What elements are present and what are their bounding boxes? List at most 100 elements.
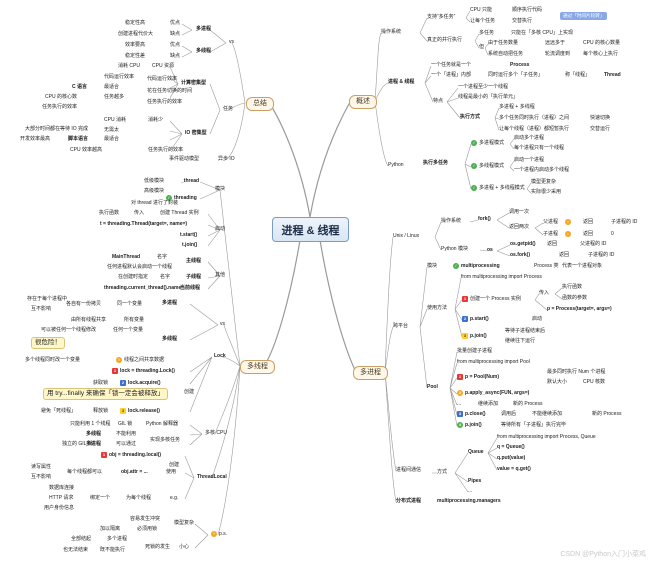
node-method: 方式 — [437, 469, 448, 475]
node-mode1: 多进程模式 — [479, 140, 505, 146]
node-fast-switch: 快速切换 — [590, 115, 611, 121]
node-managers: multiprocessing.managers — [437, 498, 501, 504]
badge-time-slice: 通过「时间片轮转」 — [560, 12, 608, 20]
number-1-icon: 1 — [462, 296, 468, 302]
connector — [181, 23, 193, 36]
node-module: 模块 — [215, 186, 226, 192]
node-ps-mp: 多个进程 — [107, 536, 128, 542]
connector — [169, 66, 179, 99]
node-encap: 对 thread 进行了封装 — [131, 200, 178, 206]
number-3-icon: 3 — [457, 411, 463, 417]
node-queue: Queue — [468, 449, 484, 455]
node-create-when: 在创建时指定 — [118, 274, 149, 280]
connector — [207, 213, 221, 247]
node-deadlock: 死锁的发生 — [145, 544, 171, 550]
node-start: 启动 — [215, 226, 226, 232]
node-pipes: Pipes — [468, 478, 482, 484]
node-pool: Pool — [427, 384, 438, 390]
node-mode2-b: 一个进程内启动多个线程 — [514, 167, 570, 173]
node-all-var: 所有变量 — [124, 317, 145, 323]
connector — [227, 102, 246, 111]
connector — [189, 424, 203, 446]
connector — [211, 365, 241, 479]
node-one-proc: 一个「进程」内部 — [431, 72, 472, 78]
branch-overview[interactable]: 概述 — [349, 95, 377, 109]
node-proc-thread: 进程 & 线程 — [388, 79, 415, 85]
callout-danger: 很危险！ — [31, 337, 65, 349]
node-simul: 同时运行多个「子任务」 — [488, 72, 544, 78]
node-can-use: 可以通过 — [116, 441, 137, 447]
node-usage: 使用方法 — [427, 305, 448, 311]
watermark: CSDN @Python入门小菜鸡 — [560, 551, 646, 558]
node-cpu-use: CPU 资源 — [152, 63, 174, 69]
folder-icon: • — [565, 231, 571, 237]
node-must-lock: 必须用锁 — [137, 526, 158, 532]
node-ipc: 进程间通信 — [396, 467, 422, 473]
node-process-cls: Process 类 — [534, 263, 559, 269]
node-mp: 多进程 — [196, 26, 212, 32]
node-true-parallel: 真正的并行执行 — [427, 37, 463, 43]
node-sys-auto: 系统自动把任务 — [488, 51, 524, 57]
node-http-req: HTTP 请求 — [49, 495, 74, 501]
node-other: 其他 — [215, 272, 226, 278]
node-p-start: p.start() — [470, 316, 489, 322]
branch-threads[interactable]: 多线程 — [240, 360, 275, 374]
node-q-put: q.put(value) — [497, 455, 526, 461]
node-create2: 创建 — [169, 462, 180, 468]
branch-processes[interactable]: 多进程 — [353, 366, 388, 380]
node-realize: 实现多核任务 — [150, 437, 181, 443]
node-a-task: 一个任务就是一个 — [431, 62, 472, 68]
node-cpu-switch: CPU 只能 — [470, 7, 492, 13]
connector — [199, 181, 221, 200]
node-python: Python — [388, 162, 404, 168]
node-no-need: 无需太 — [104, 127, 120, 133]
connector — [449, 351, 458, 427]
node-create: 创建 — [184, 389, 195, 395]
connector — [464, 143, 472, 190]
node-acquire-code: lock.acquire() — [128, 380, 161, 386]
branch-summary[interactable]: 总结 — [246, 97, 274, 111]
node-p-apply: p.apply_async(FUN, args=) — [465, 390, 530, 396]
node-cpu-count: CPU 的核心数量 — [583, 40, 620, 46]
node-call-once: 调用一次 — [509, 209, 530, 215]
connector — [419, 17, 428, 42]
node-mp-label: 多进程 — [86, 441, 102, 447]
node-p-join: p.join() — [470, 333, 487, 339]
node-adv: 优点 — [170, 20, 181, 26]
node-cannot: 既不能执行 — [100, 547, 126, 553]
node-main-name: 名字 — [157, 254, 168, 260]
central-topic[interactable]: 进程 & 线程 — [272, 217, 349, 242]
node-multi-core: 多任务 — [479, 30, 495, 36]
node-mode1-a: 启动多个进程 — [514, 135, 545, 141]
node-t-assign: t = threading.Thread(target=, name=) — [100, 221, 188, 227]
node-gil-lock: GIL 锁 — [118, 421, 133, 427]
node-indep: 独立的 GIL 锁 — [62, 441, 93, 447]
node-obj-local: obj = threading.local() — [109, 452, 162, 458]
number-1-icon: 1 — [101, 452, 107, 458]
connector — [509, 160, 515, 172]
node-eg: e.g. — [170, 495, 179, 501]
node-ps: p.s. — [219, 531, 228, 537]
connector — [446, 87, 461, 119]
node-parent: 父进程 — [543, 219, 559, 225]
node-any-var: 任何一个变量 — [113, 327, 144, 333]
node-multi-cpu: 多核 CPU — [205, 430, 227, 436]
node-rw: 读写属性 — [31, 464, 52, 470]
node-cpu-cores: CPU 核数 — [583, 379, 605, 385]
node-thread: _thread — [181, 178, 200, 184]
node-chance: 也无法结束 — [63, 547, 89, 553]
node-after-call: 调用后 — [501, 411, 517, 417]
node-default: 默认大小 — [547, 379, 568, 385]
connector — [374, 82, 389, 102]
node-no-affect: 互不影响 — [31, 306, 52, 312]
connector — [319, 239, 357, 373]
number-3-icon: 3 — [462, 333, 468, 339]
node-no-more: 不能继续添加 — [532, 411, 563, 417]
node-fork-py: os.fork() — [510, 252, 530, 258]
connector — [374, 32, 382, 102]
connector — [509, 138, 515, 150]
connector — [384, 371, 397, 503]
connector — [526, 182, 532, 194]
